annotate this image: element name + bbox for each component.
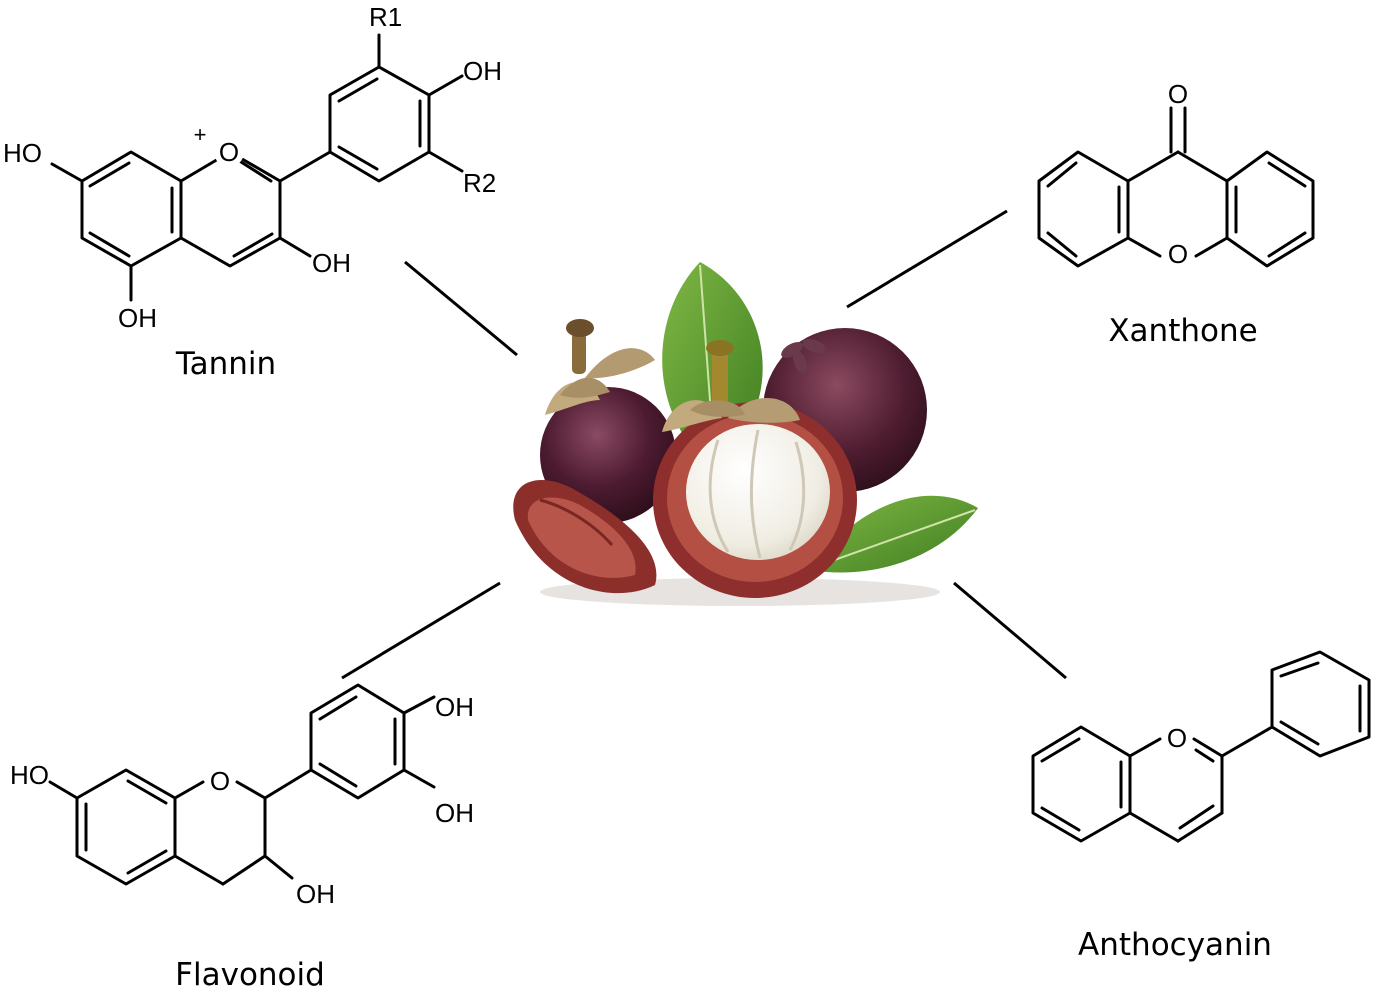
- flavonoid-o-ring: O: [210, 766, 230, 796]
- tannin-oh-5: OH: [118, 303, 157, 333]
- flavonoid-structure: O HO OH OH OH Flavonoid: [10, 683, 474, 991]
- tannin-caption: Tannin: [175, 346, 276, 382]
- flavonoid-ho-7: HO: [10, 760, 49, 790]
- fruit-flesh: [686, 424, 830, 560]
- tannin-oh-4p: OH: [463, 56, 502, 86]
- connector-flavonoid: [341, 581, 501, 680]
- anthocyanin-caption: Anthocyanin: [1078, 927, 1272, 963]
- connector-lines: [341, 209, 1067, 680]
- flavonoid-caption: Flavonoid: [175, 957, 325, 991]
- anthocyanin-o-ring: O: [1167, 723, 1187, 753]
- anthocyanin-structure: O Anthocyanin: [1031, 650, 1371, 963]
- xanthone-o-ring: O: [1168, 239, 1188, 269]
- flavonoid-bonds: [48, 683, 436, 886]
- tannin-charge: +: [194, 122, 207, 147]
- tannin-bonds: [50, 33, 464, 302]
- calyx-star: [781, 339, 826, 374]
- connector-tannin: [404, 260, 518, 357]
- tannin-r1: R1: [369, 2, 402, 32]
- xanthone-bonds: [1037, 106, 1315, 268]
- xanthone-structure: O O Xanthone: [1037, 79, 1315, 349]
- xanthone-o-carbonyl: O: [1168, 79, 1188, 109]
- connector-xanthone: [846, 209, 1008, 309]
- xanthone-caption: Xanthone: [1108, 313, 1257, 349]
- flavonoid-oh-4p: OH: [435, 692, 474, 722]
- tannin-ho-7: HO: [3, 138, 42, 168]
- mangosteen-fruit-icon: [513, 262, 978, 606]
- fruit-whole-left: [540, 387, 676, 523]
- flavonoid-oh-3p: OH: [435, 798, 474, 828]
- anthocyanin-bonds: [1031, 650, 1371, 843]
- tannin-r2: R2: [463, 168, 496, 198]
- tannin-o-ring: O: [219, 137, 239, 167]
- tannin-oh-3: OH: [312, 248, 351, 278]
- connector-anthocyanin: [953, 581, 1067, 680]
- flavonoid-oh-3: OH: [296, 879, 335, 909]
- tannin-structure: O + R1 OH R2 HO OH OH Tannin: [3, 2, 502, 382]
